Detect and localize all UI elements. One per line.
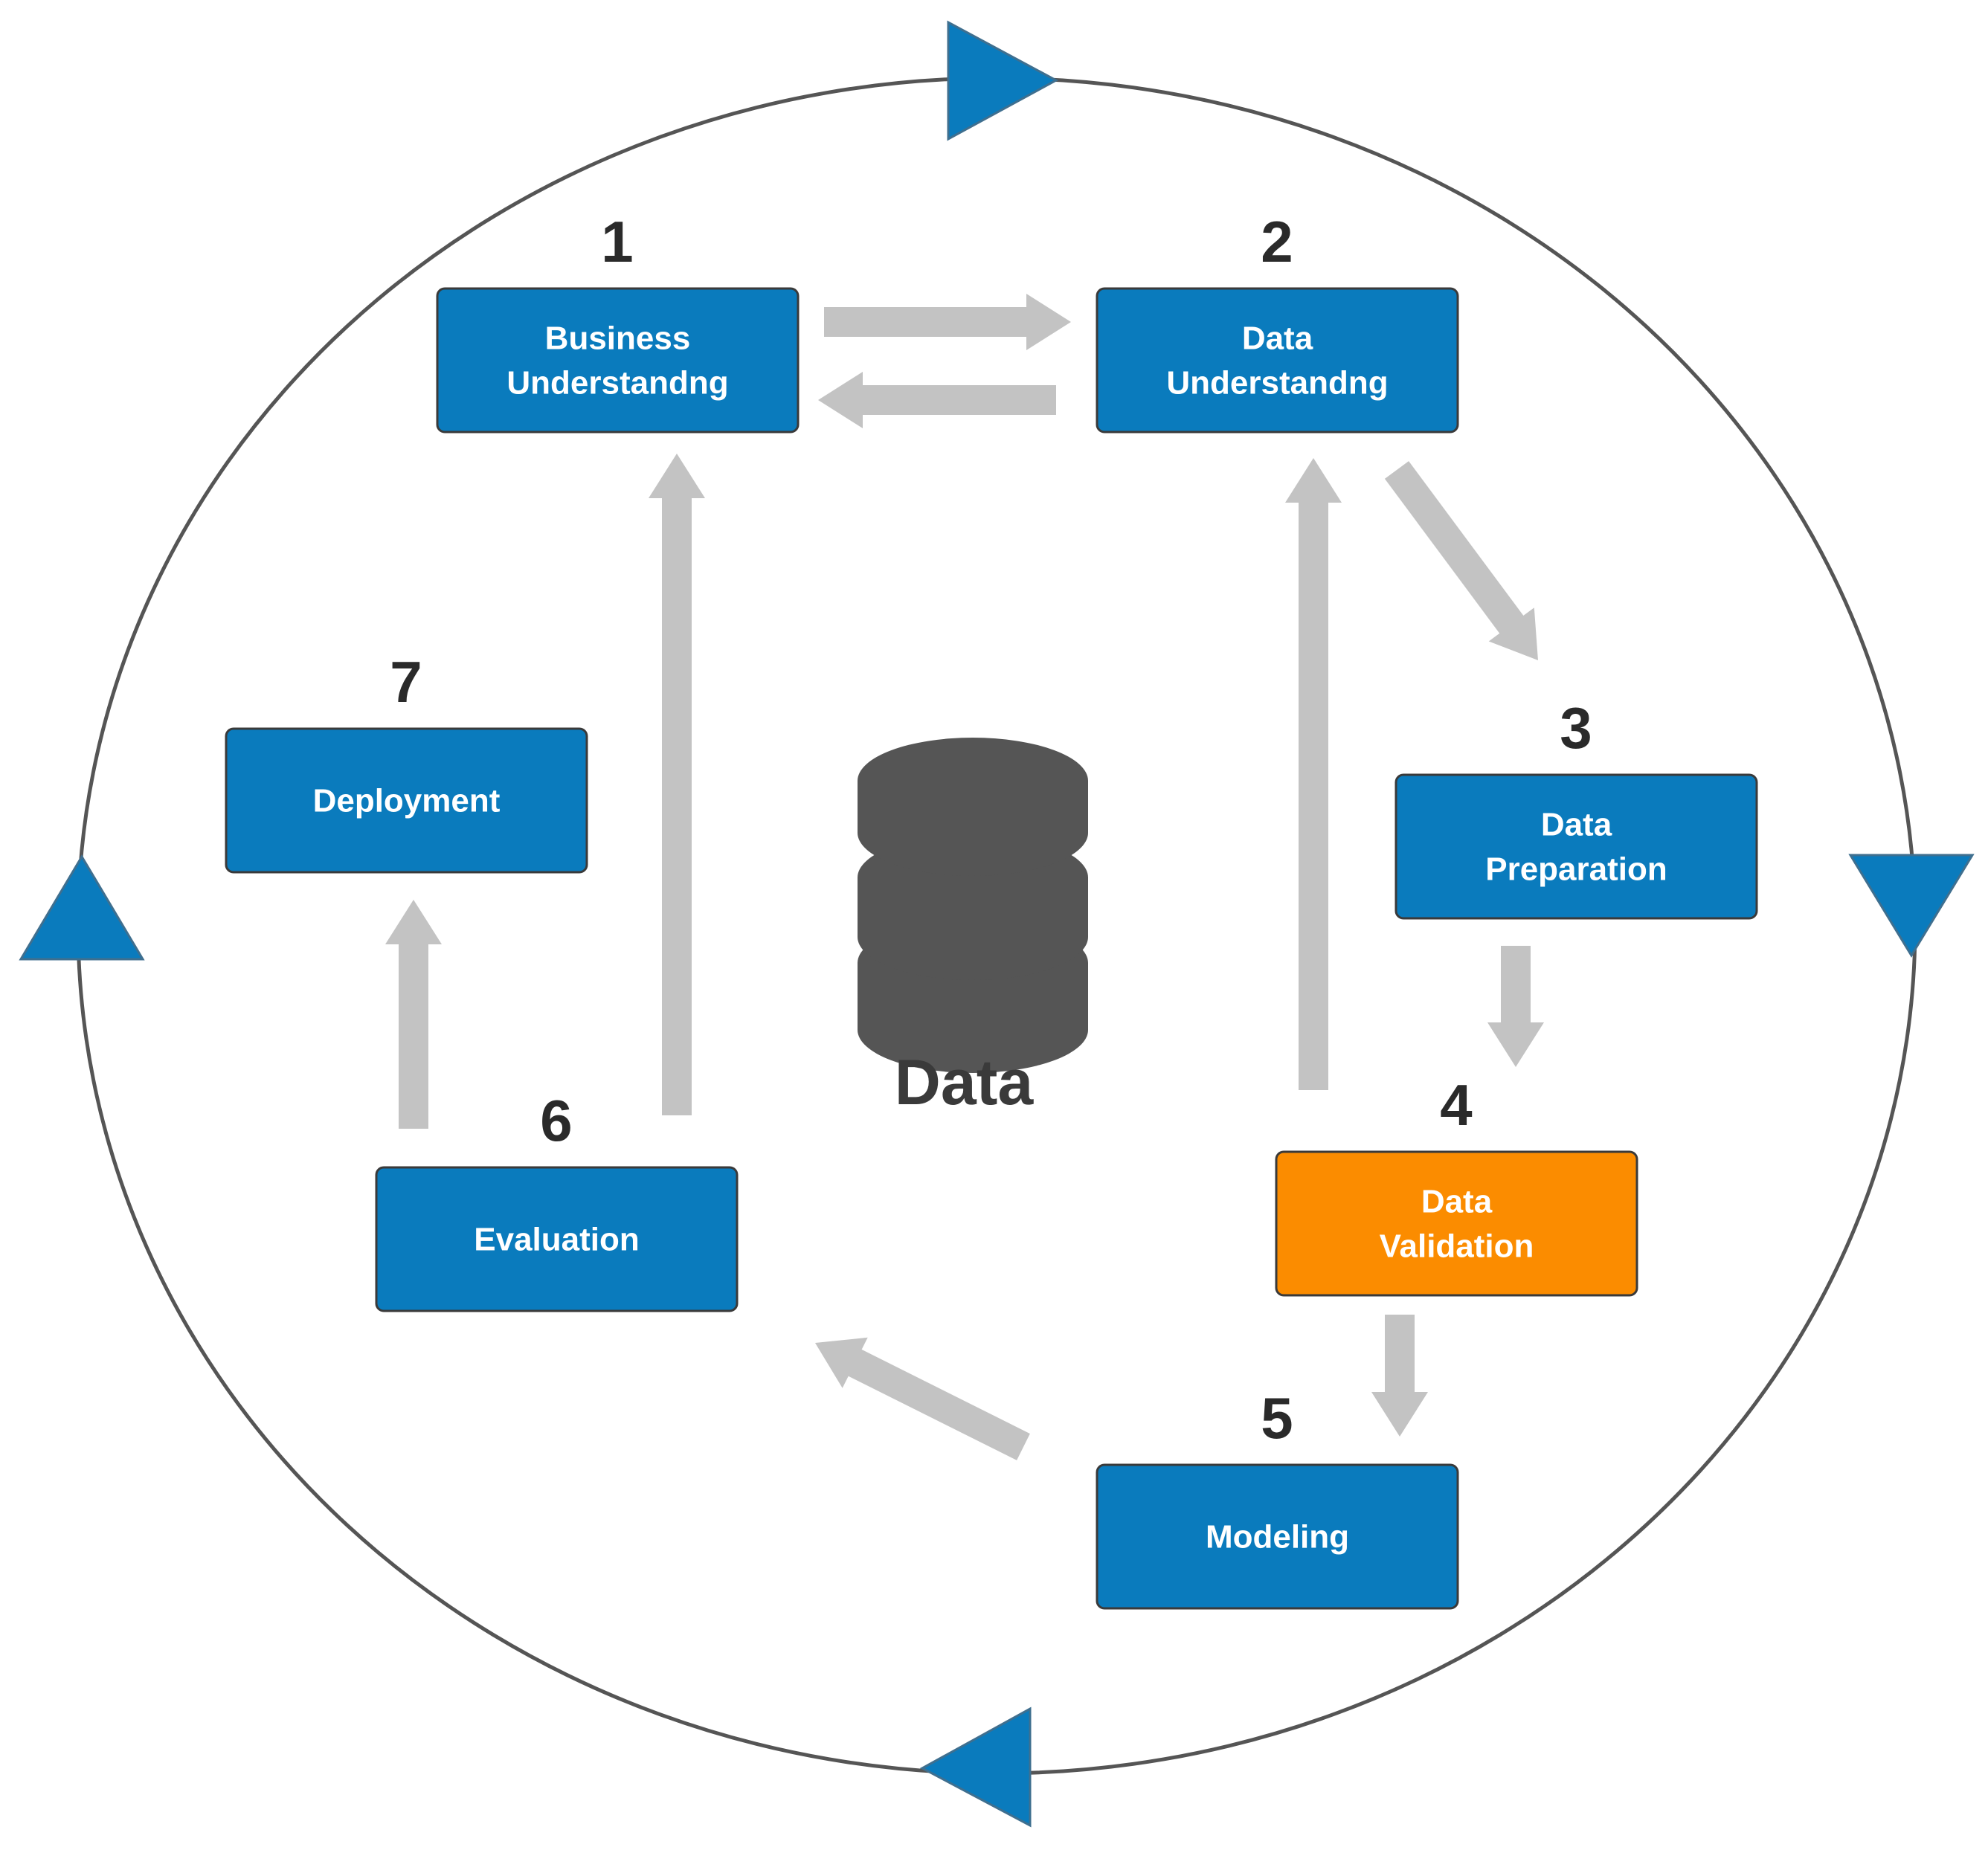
step-label-line: Validation (1380, 1228, 1534, 1265)
step-number: 6 (540, 1088, 572, 1153)
step-label-line: Evaluation (474, 1222, 640, 1258)
step-number: 2 (1261, 209, 1293, 274)
flow-arrow-4-to-5 (1371, 1315, 1428, 1437)
flow-arrow-4-to-2 (1285, 458, 1342, 1090)
center-data-label: Data (895, 1047, 1035, 1118)
step-number: 7 (390, 649, 422, 715)
step-number: 4 (1440, 1072, 1472, 1138)
flow-arrow-5-to-6 (815, 1337, 1030, 1460)
step-box-7: Deployment (225, 727, 588, 874)
cycle-direction-triangle-top (947, 20, 1059, 141)
cycle-direction-triangle-bottom (919, 1706, 1032, 1828)
step-box-background (1395, 773, 1758, 920)
step-label-line: Understandng (506, 365, 728, 402)
flow-arrow-6-to-1 (649, 454, 705, 1115)
step-box-background (225, 727, 588, 874)
step-label-line: Data (1242, 320, 1313, 357)
flow-arrow-2-to-3 (1384, 461, 1538, 660)
flow-arrow-3-to-4 (1487, 946, 1544, 1067)
step-label-line: Modeling (1206, 1519, 1349, 1556)
step-label-line: Business (545, 320, 691, 357)
step-box-background (436, 287, 800, 434)
step-number: 3 (1560, 695, 1592, 761)
step-number: 5 (1261, 1385, 1293, 1451)
database-segment-top (858, 738, 1088, 876)
step-box-background (1096, 287, 1459, 434)
database-icon (858, 738, 1088, 1073)
step-label-line: Data (1541, 807, 1612, 843)
step-label-line: Data (1421, 1184, 1493, 1220)
database-segment-middle (858, 834, 1088, 980)
step-number: 1 (601, 209, 633, 274)
cycle-direction-triangle-left (19, 854, 145, 961)
step-box-5: Modeling (1096, 1463, 1459, 1610)
step-label-line: Understandng (1166, 365, 1388, 402)
flow-arrow-1-to-2 (824, 294, 1071, 350)
step-box-background (375, 1166, 739, 1312)
flow-arrow-2-to-1 (818, 372, 1056, 428)
step-label-line: Preparation (1485, 851, 1667, 888)
cycle-direction-triangle-right (1848, 854, 1975, 958)
step-label-line: Deployment (313, 783, 501, 819)
step-box-6: Evaluation (375, 1166, 739, 1312)
flow-arrow-6-to-7 (385, 900, 442, 1129)
step-box-background (1096, 1463, 1459, 1610)
step-box-background (1275, 1150, 1638, 1297)
